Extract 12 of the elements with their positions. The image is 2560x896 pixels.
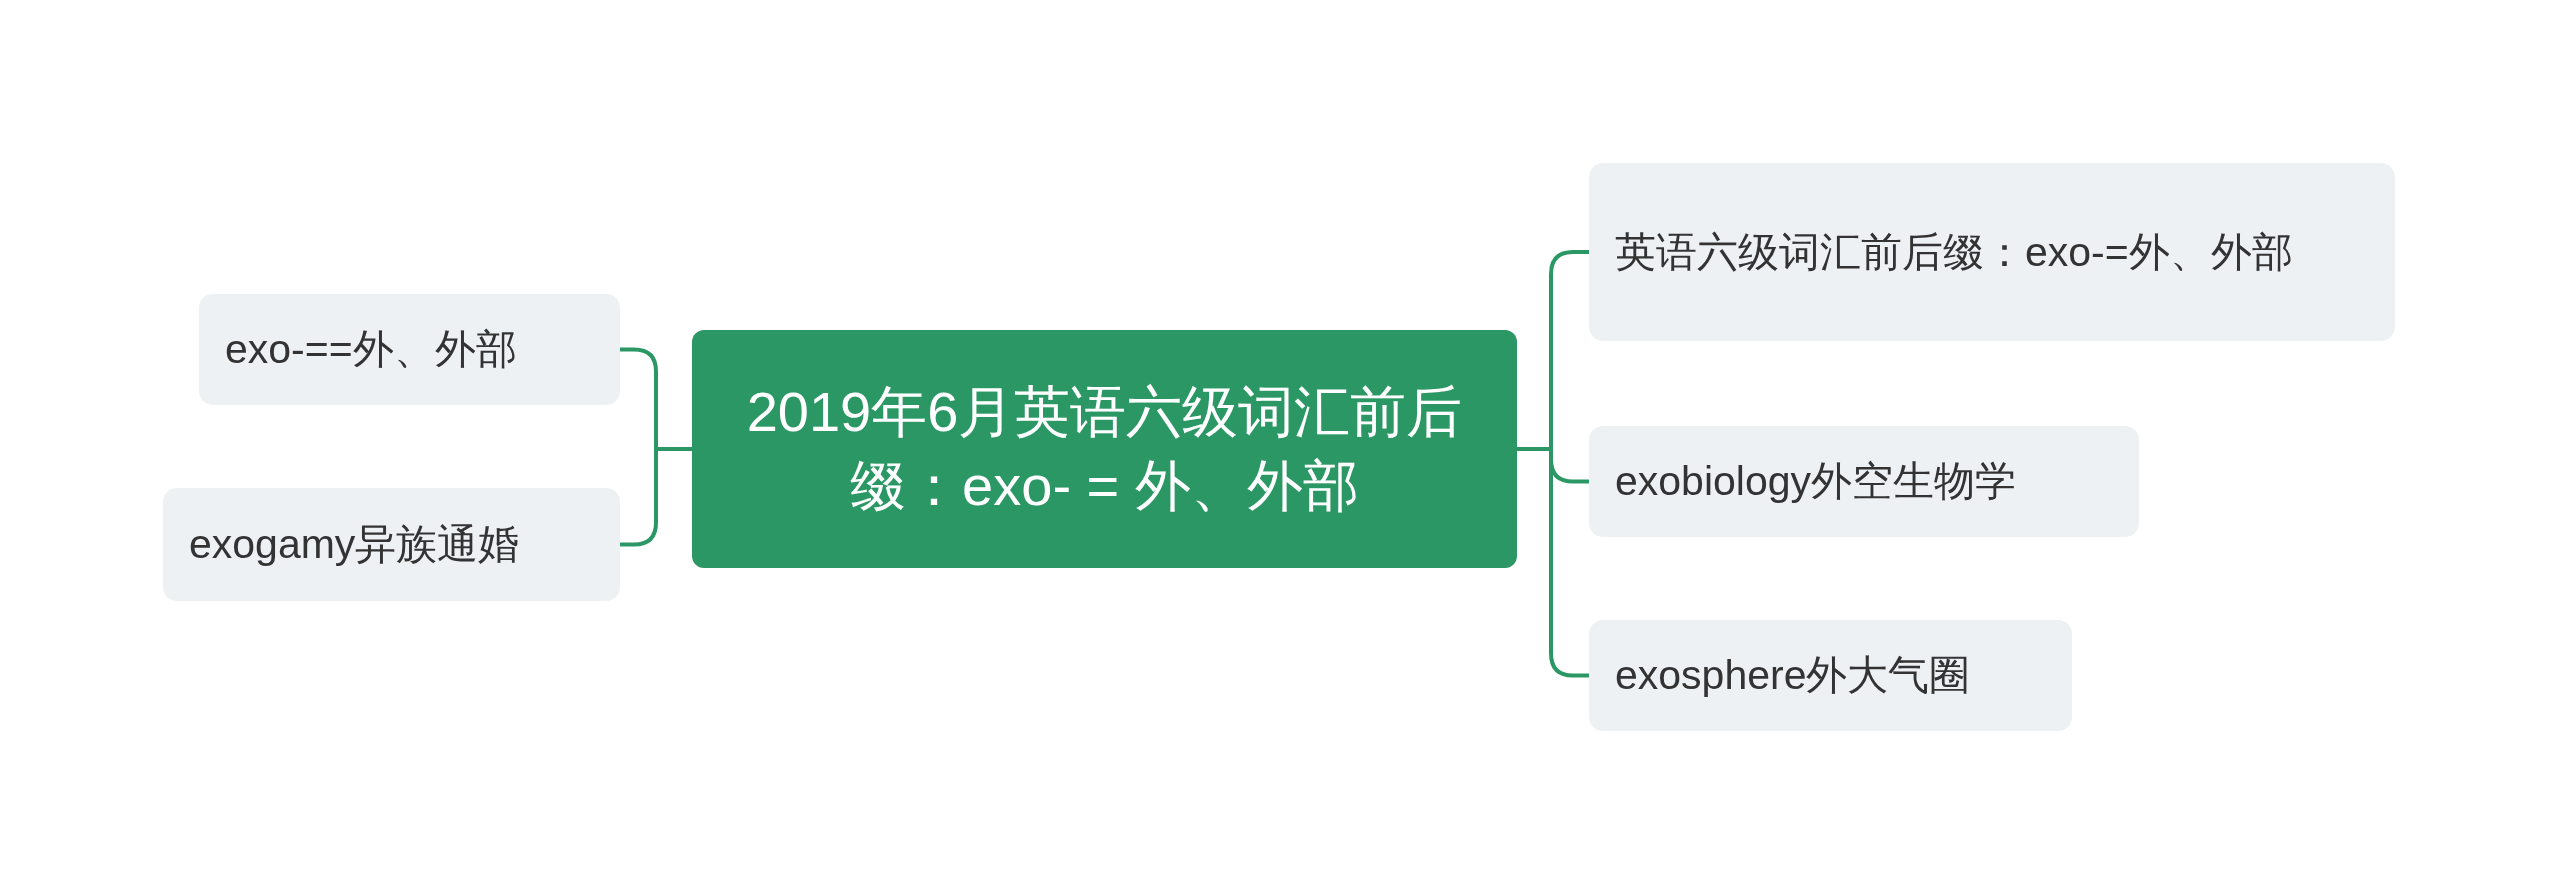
subtopic-box	[1589, 163, 2395, 341]
topic-text: exosphere外大气圈	[1615, 651, 1971, 701]
central-topic	[692, 330, 1517, 568]
topic-text: exo-==外、外部	[225, 325, 517, 375]
subtopic-box	[1589, 620, 2072, 731]
topic-text: 2019年6月英语六级词汇前后缀：exo- = 外、外部	[745, 379, 1464, 519]
subtopic-box	[199, 294, 620, 405]
subtopic-box	[1589, 426, 2139, 537]
topic-text: 英语六级词汇前后缀：exo-=外、外部	[1615, 227, 2293, 277]
topic-text: exogamy异族通婚	[189, 520, 520, 570]
subtopic-box	[163, 488, 620, 601]
topic-text: exobiology外空生物学	[1615, 457, 2017, 507]
